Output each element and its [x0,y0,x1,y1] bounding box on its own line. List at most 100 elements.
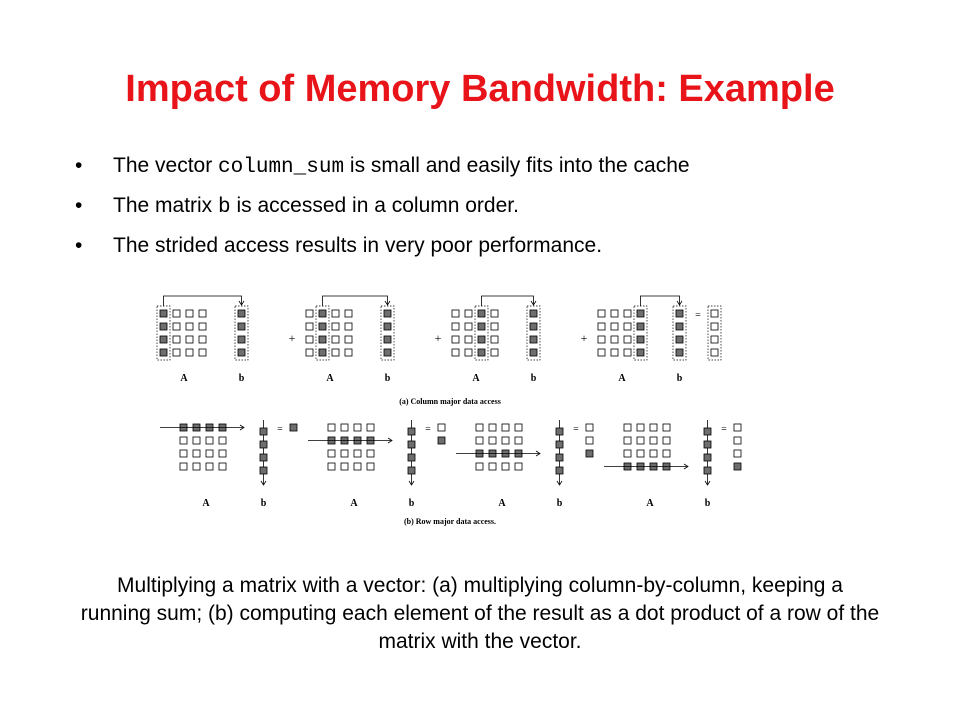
matrix-a-cell [636,322,645,331]
matrix-a-cell [205,436,214,445]
vector-label: b [239,373,245,384]
matrix-a-cell [340,423,349,432]
arrow-head [556,480,563,486]
matrix-a-cell [340,462,349,471]
matrix-a-cell [159,335,168,344]
plus-sign: + [289,331,296,345]
matrix-a-cell [318,348,327,357]
matrix-a-cell [327,449,336,458]
bullet-list: • The vector column_sum is small and eas… [75,154,915,272]
result-cell [710,348,719,357]
matrix-a-cell [305,335,314,344]
matrix-a-cell [623,449,632,458]
arrow-head [384,300,391,306]
bullet-text: The matrix [113,194,219,217]
matrix-a-cell [172,309,181,318]
matrix-a-cell [662,423,671,432]
matrix-a-cell [623,348,632,357]
matrix-a-cell [353,423,362,432]
matrix-a-cell [488,423,497,432]
matrix-a-cell [331,335,340,344]
access-arrow [322,295,388,306]
matrix-a-cell [662,436,671,445]
vector-label: b [677,373,683,384]
vector-b-cell [237,335,246,344]
bullet-item: • The matrix b is accessed in a column o… [75,194,915,220]
matrix-a-cell [192,449,201,458]
bullet-dot: • [75,194,83,217]
arrow-head [239,424,245,431]
vector-label: b [385,373,391,384]
matrix-a-cell [464,335,473,344]
matrix-a-cell [305,309,314,318]
matrix-a-cell [649,423,658,432]
result-cell [710,335,719,344]
matrix-a-cell [490,309,499,318]
matrix-a-cell [344,348,353,357]
matrix-a-cell [477,309,486,318]
matrix-a-cell [597,309,606,318]
vector-b-cell [703,440,712,449]
equals-sign: = [425,424,431,435]
arrow-head [408,480,415,486]
matrix-a-cell [218,449,227,458]
vector-b-cell [529,348,538,357]
vector-b-cell [703,466,712,475]
vector-b-cell [529,335,538,344]
matrix-a-cell [649,449,658,458]
matrix-a-cell [451,348,460,357]
matrix-a-cell [610,348,619,357]
vector-b-cell [675,322,684,331]
result-highlight [707,305,722,361]
matrix-a-cell [327,423,336,432]
arrow-head [260,480,267,486]
result-cell [733,449,742,458]
matrix-a-cell [366,462,375,471]
matrix-a-cell [514,462,523,471]
matrix-a-cell [490,322,499,331]
vector-b-cell [407,466,416,475]
matrix-a-cell [172,348,181,357]
matrix-a-cell [327,462,336,471]
arrow-head [535,450,541,457]
vector-b-cell [259,440,268,449]
matrix-a-cell [636,309,645,318]
matrix-a-cell [179,449,188,458]
bullet-text: The strided access results in very poor … [113,234,603,257]
matrix-a-cell [205,462,214,471]
matrix-a-cell [185,309,194,318]
vector-b-highlight [380,305,395,361]
matrix-a-cell [331,309,340,318]
matrix-a-cell [198,322,207,331]
bullet-dot: • [75,154,83,177]
vector-b-cell [703,427,712,436]
matrix-a-cell [318,335,327,344]
arrow-head [683,463,689,470]
matrix-a-cell [451,322,460,331]
matrix-a-cell [636,449,645,458]
bullet-item: • The vector column_sum is small and eas… [75,154,915,180]
matrix-a-cell [475,436,484,445]
vector-label: b [705,498,711,509]
vector-b-cell [383,348,392,357]
matrix-a-cell [477,322,486,331]
matrix-a-cell [192,462,201,471]
matrix-a-cell [488,436,497,445]
vector-b-cell [529,309,538,318]
matrix-a-cell [198,335,207,344]
matrix-a-cell [623,335,632,344]
matrix-a-cell [501,436,510,445]
matrix-a-cell [636,348,645,357]
vector-b-cell [259,427,268,436]
matrix-a-cell [464,322,473,331]
vector-b-cell [675,309,684,318]
vector-b-cell [407,440,416,449]
matrix-label: A [326,373,334,384]
matrix-a-cell [318,322,327,331]
matrix-label: A [180,373,188,384]
result-cell [585,436,594,445]
matrix-a-cell [185,348,194,357]
matrix-a-cell [179,462,188,471]
matrix-a-cell [623,309,632,318]
vector-label: b [409,498,415,509]
